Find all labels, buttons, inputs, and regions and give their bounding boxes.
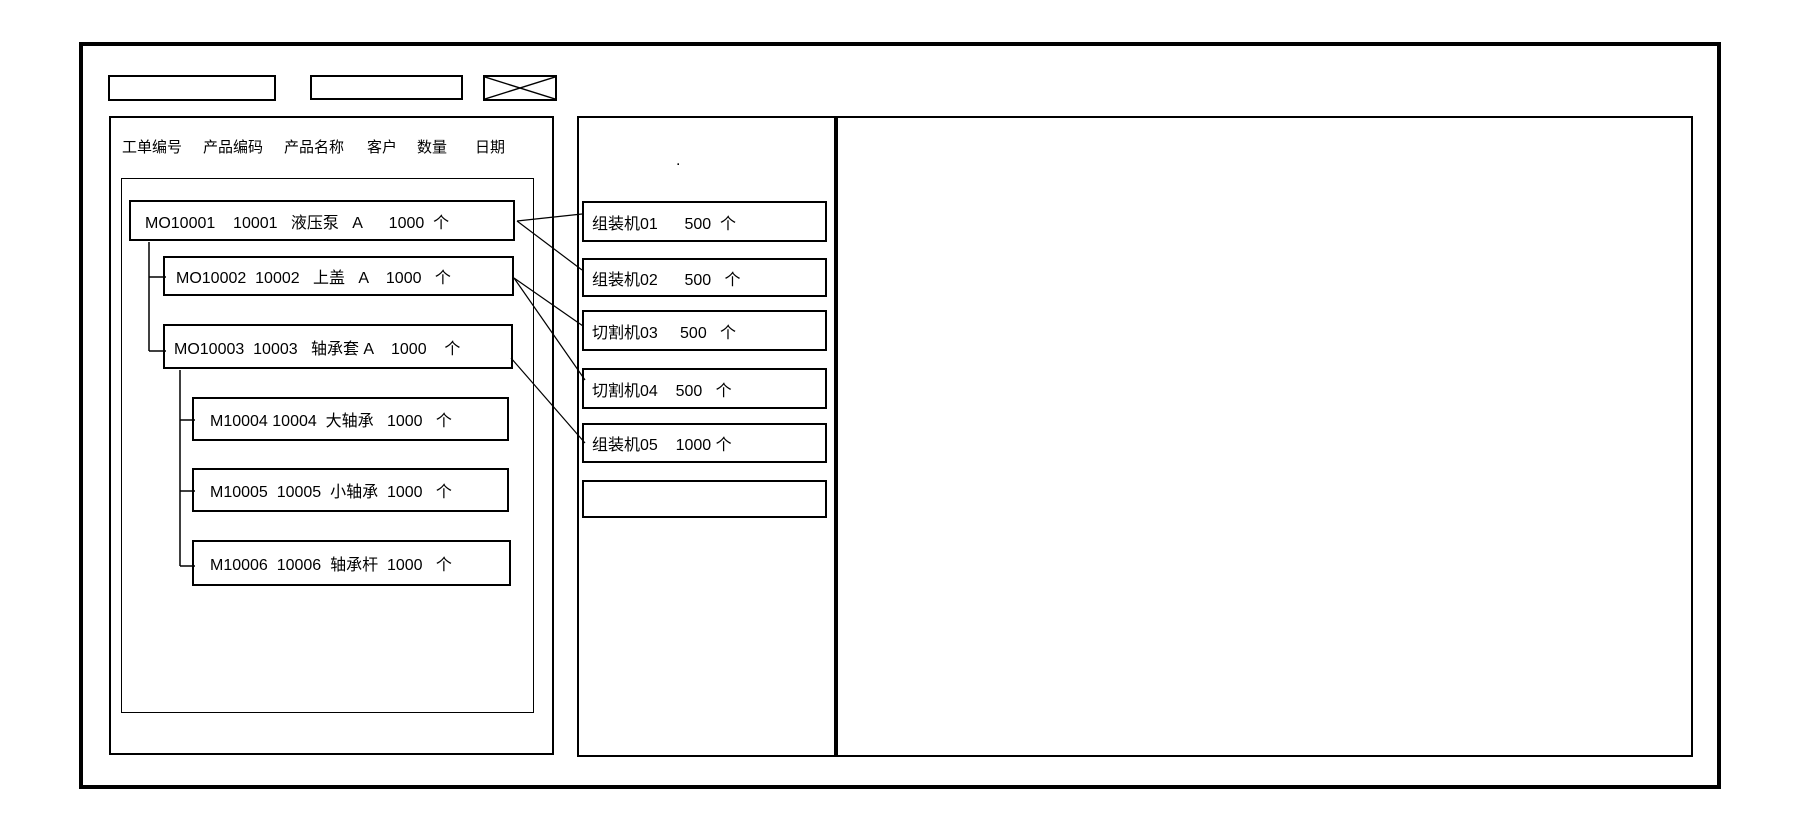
work-order-node-mo10001[interactable]: MO10001 10001 液压泵 A 1000 个 bbox=[129, 200, 515, 241]
close-button[interactable] bbox=[483, 75, 557, 101]
column-header-date: 日期 bbox=[475, 139, 506, 156]
column-header-customer: 客户 bbox=[367, 139, 398, 156]
machine-node-empty[interactable] bbox=[582, 480, 827, 518]
machine-node-qiegeji03[interactable]: 切割机03 500 个 bbox=[582, 310, 827, 351]
column-header-product-name: 产品名称 bbox=[284, 139, 345, 156]
machine-node-zuzhuangji02[interactable]: 组装机02 500 个 bbox=[582, 258, 827, 297]
work-order-node-m10004[interactable]: M10004 10004 大轴承 1000 个 bbox=[192, 397, 509, 441]
work-order-panel: 工单编号 产品编码 产品名称 客户 数量 日期 MO10001 10001 液压… bbox=[109, 116, 554, 755]
close-x-icon bbox=[485, 77, 555, 99]
machine-panel: . 组装机01 500 个 组装机02 500 个 切割机03 500 个 切割… bbox=[577, 116, 836, 757]
toolbar-field-1[interactable] bbox=[108, 75, 276, 101]
machine-node-qiegeji04[interactable]: 切割机04 500 个 bbox=[582, 368, 827, 409]
work-order-node-m10005[interactable]: M10005 10005 小轴承 1000 个 bbox=[192, 468, 509, 512]
column-header-quantity: 数量 bbox=[417, 139, 448, 156]
order-tree-container: MO10001 10001 液压泵 A 1000 个 MO10002 10002… bbox=[121, 178, 534, 713]
work-order-node-m10006[interactable]: M10006 10006 轴承杆 1000 个 bbox=[192, 540, 511, 586]
work-order-node-mo10003[interactable]: MO10003 10003 轴承套 A 1000 个 bbox=[163, 324, 513, 369]
machine-node-zuzhuangji05[interactable]: 组装机05 1000 个 bbox=[582, 423, 827, 463]
stray-dot: . bbox=[676, 152, 681, 169]
column-header-order-no: 工单编号 bbox=[122, 139, 183, 156]
work-order-node-mo10002[interactable]: MO10002 10002 上盖 A 1000 个 bbox=[163, 256, 514, 296]
machine-node-zuzhuangji01[interactable]: 组装机01 500 个 bbox=[582, 201, 827, 242]
app-window: 工单编号 产品编码 产品名称 客户 数量 日期 MO10001 10001 液压… bbox=[79, 42, 1721, 789]
detail-panel bbox=[836, 116, 1693, 757]
toolbar-field-2[interactable] bbox=[310, 75, 463, 100]
column-header-product-code: 产品编码 bbox=[203, 139, 264, 156]
